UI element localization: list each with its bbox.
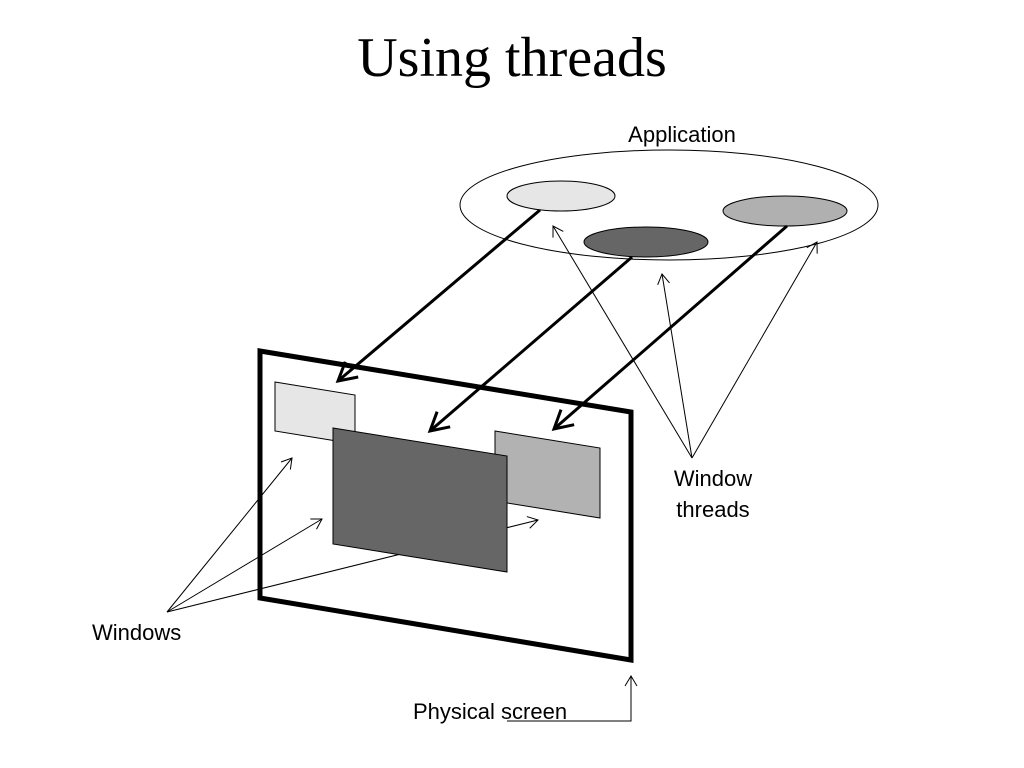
window-threads-arrow-dark xyxy=(657,273,693,459)
window-threads-label-line2: threads xyxy=(676,497,749,522)
thread-dark xyxy=(583,226,709,258)
window-threads-arrow-light xyxy=(552,225,693,459)
thread-light xyxy=(506,180,616,212)
thread-to-window-arrow-dark xyxy=(427,255,633,434)
window-threads-label-line1: Window xyxy=(674,466,752,491)
physical-screen-connector-arrow xyxy=(507,675,638,722)
window-threads-arrow-mid xyxy=(691,241,818,459)
application-label: Application xyxy=(628,122,736,147)
thread-to-window-arrow-light xyxy=(335,208,541,383)
slide-title: Using threads xyxy=(357,27,667,89)
windows-arrow-to-dark xyxy=(166,518,323,613)
application-ellipse xyxy=(459,149,879,261)
thread-mid xyxy=(722,195,848,227)
windows-label: Windows xyxy=(92,620,181,645)
physical-screen-label: Physical screen xyxy=(413,699,567,724)
windows-arrow-to-light xyxy=(166,457,293,613)
window-dark xyxy=(332,427,508,573)
